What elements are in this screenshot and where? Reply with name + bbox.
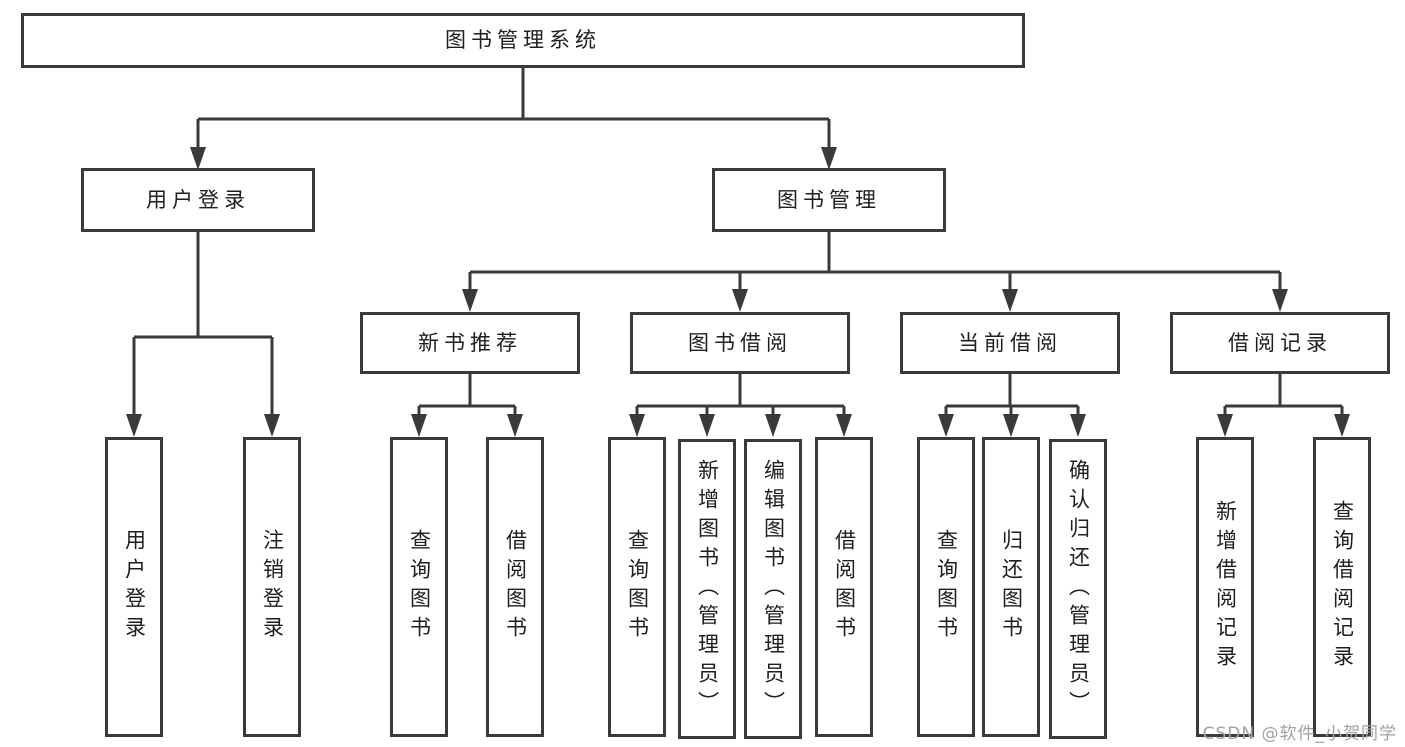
root-trunk-line <box>196 68 831 147</box>
leaf-label: 借阅图书 <box>832 529 857 645</box>
node-library-management-system: 图书管理系统 <box>21 13 1025 68</box>
node-label: 用户登录 <box>146 187 250 212</box>
leaf-label: 用户登录 <box>122 529 147 645</box>
node-label: 图书管理 <box>777 187 881 212</box>
leaf-logout: 注销登录 <box>243 437 301 737</box>
watermark: CSDN @软件_小贺同学 <box>1202 724 1397 744</box>
node-borrow-records: 借阅记录 <box>1170 312 1390 374</box>
node-book-management: 图书管理 <box>712 168 946 232</box>
leaf-return-book: 归还图书 <box>982 437 1040 737</box>
new-book-branch-lines <box>417 374 517 414</box>
leaf-label: 确认归还（管理员） <box>1066 458 1091 720</box>
leaf-query-borrow-record: 查询借阅记录 <box>1313 437 1371 737</box>
leaf-label: 新增图书（管理员） <box>695 458 720 720</box>
node-label: 借阅记录 <box>1228 330 1332 355</box>
node-book-borrow: 图书借阅 <box>630 312 850 374</box>
leaf-borrow-books-2: 借阅图书 <box>815 437 873 737</box>
leaf-label: 新增借阅记录 <box>1213 500 1238 674</box>
leaf-label: 查询图书 <box>407 529 432 645</box>
leaf-user-login: 用户登录 <box>105 437 163 737</box>
arrowheads <box>126 147 1350 437</box>
leaf-query-books-3: 查询图书 <box>917 437 975 737</box>
borrow-record-branch-lines <box>1223 374 1344 414</box>
leaf-edit-book-admin: 编辑图书（管理员） <box>744 439 802 739</box>
leaf-label: 编辑图书（管理员） <box>761 458 786 720</box>
leaf-label: 查询图书 <box>625 529 650 645</box>
node-label: 图书管理系统 <box>445 28 601 52</box>
leaf-query-books-2: 查询图书 <box>608 437 666 737</box>
leaf-label: 归还图书 <box>999 529 1024 645</box>
current-borrow-branch-lines <box>944 374 1080 414</box>
leaf-query-books-1: 查询图书 <box>390 437 448 737</box>
leaf-label: 借阅图书 <box>503 529 528 645</box>
node-label: 新书推荐 <box>418 330 522 355</box>
book-management-branch-lines <box>468 232 1282 289</box>
leaf-label: 查询图书 <box>934 529 959 645</box>
leaf-label: 查询借阅记录 <box>1330 500 1355 674</box>
book-borrow-branch-lines <box>635 374 846 414</box>
leaf-add-book-admin: 新增图书（管理员） <box>678 439 736 739</box>
node-label: 当前借阅 <box>958 330 1062 355</box>
leaf-add-borrow-record: 新增借阅记录 <box>1196 437 1254 737</box>
user-login-branch-lines <box>132 232 274 414</box>
node-new-book-recommend: 新书推荐 <box>360 312 580 374</box>
node-current-borrow: 当前借阅 <box>900 312 1120 374</box>
leaf-confirm-return-admin: 确认归还（管理员） <box>1049 439 1107 739</box>
leaf-label: 注销登录 <box>260 529 285 645</box>
node-user-login: 用户登录 <box>81 168 315 232</box>
node-label: 图书借阅 <box>688 330 792 355</box>
leaf-borrow-books-1: 借阅图书 <box>486 437 544 737</box>
